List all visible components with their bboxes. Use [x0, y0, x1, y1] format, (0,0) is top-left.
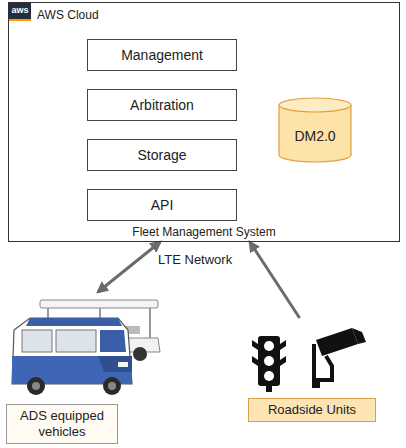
network-label: LTE Network: [156, 252, 234, 267]
device-label-box: Roadside Units: [248, 398, 376, 422]
box-label: Arbitration: [130, 97, 194, 113]
box-label: Management: [121, 47, 203, 63]
process-box: Management: [87, 39, 237, 71]
device-label: ADS equipped vehicles: [20, 408, 104, 439]
camera-icon: [312, 328, 366, 388]
database-label: DM2.0: [294, 128, 335, 144]
logo-text: aws: [9, 3, 31, 21]
process-box: API: [87, 189, 237, 221]
vehicle-illustration: [12, 318, 132, 395]
device-group: ADS equipped vehicles: [2, 292, 162, 446]
group-caption: Fleet Management System: [9, 225, 399, 239]
database-cylinder: DM2.0: [277, 97, 353, 163]
traffic-light-icon: [252, 336, 286, 392]
network-arrow: [250, 242, 300, 318]
box-label: Storage: [137, 147, 186, 163]
device-group: Roadside Units: [246, 318, 380, 426]
process-box: Storage: [87, 139, 237, 171]
network-arrow: [98, 242, 160, 292]
device-label: Roadside Units: [268, 402, 356, 417]
group-title: AWS Cloud: [37, 8, 99, 22]
process-box: Arbitration: [87, 89, 237, 121]
cloud-group: AWS CloudFleet Management System Manageme…: [8, 2, 400, 242]
box-label: API: [151, 197, 174, 213]
device-label-box: ADS equipped vehicles: [6, 404, 118, 444]
